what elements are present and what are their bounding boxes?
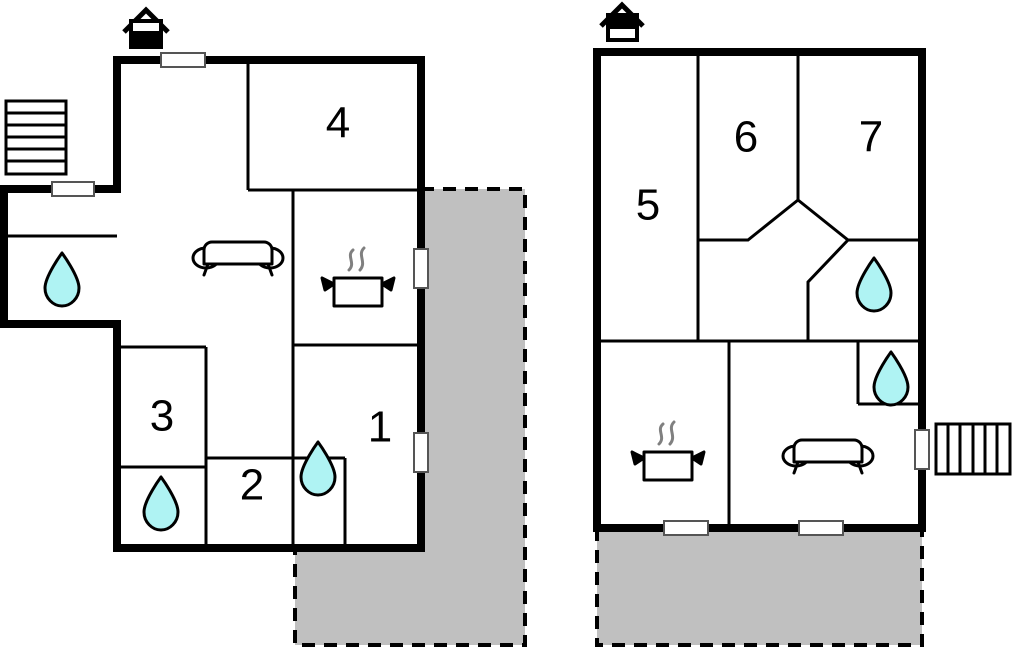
window-east <box>914 429 930 470</box>
room-label-5: 5 <box>636 181 660 230</box>
room-label-1: 1 <box>368 403 392 452</box>
house-icon-left <box>122 6 170 49</box>
stairs-right <box>934 422 1012 476</box>
room-label-7: 7 <box>859 113 883 162</box>
door-south-left <box>663 520 709 536</box>
window-east-lower <box>413 432 429 473</box>
openings-left <box>51 52 429 473</box>
interior-walls-right <box>599 54 920 526</box>
room-label-6: 6 <box>734 113 758 162</box>
terrace-left <box>293 187 527 647</box>
interior-walls-left <box>6 62 419 548</box>
door-top-left <box>160 52 206 68</box>
room-label-4: 4 <box>326 99 350 148</box>
floor-left-group: 4 1 2 3 <box>0 6 527 647</box>
openings-right <box>663 429 930 536</box>
room-label-2: 2 <box>240 461 264 510</box>
stairs-left <box>4 99 68 176</box>
terrace-right <box>595 528 924 647</box>
window-east-upper <box>413 248 429 289</box>
door-south-right <box>798 520 844 536</box>
floor-right-group: 5 6 7 <box>593 1 1012 647</box>
house-icon-right <box>599 1 645 42</box>
room-label-3: 3 <box>150 392 174 441</box>
door-west-wall <box>51 181 95 197</box>
